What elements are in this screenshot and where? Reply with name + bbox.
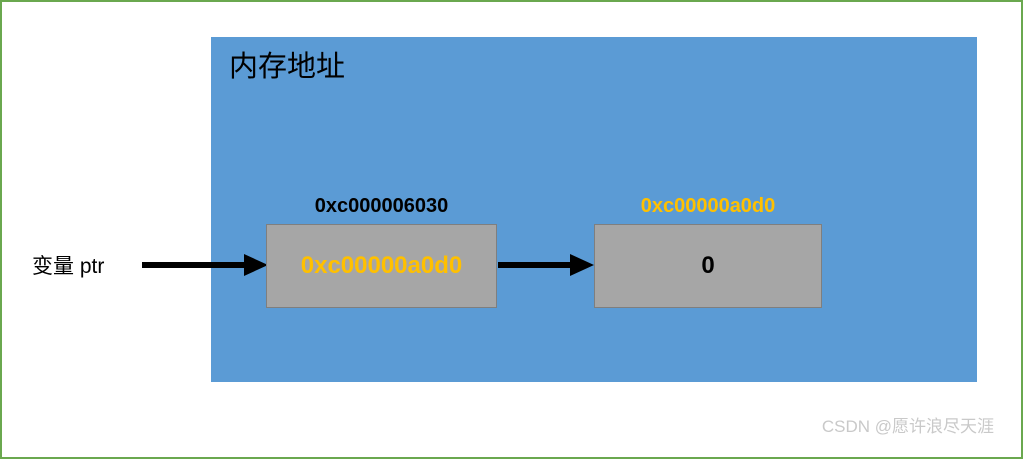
- arrow-pointer-cell-to-value-cell: [498, 254, 594, 276]
- value-cell-address-label: 0xc00000a0d0: [640, 195, 776, 217]
- variable-ptr-label: 变量 ptr: [32, 255, 105, 278]
- memory-address-panel: 内存地址: [211, 37, 977, 382]
- arrow-variable-to-pointer-cell: [142, 254, 268, 276]
- csdn-watermark: CSDN @愿许浪尽天涯: [821, 417, 994, 436]
- value-cell: 0: [594, 224, 822, 308]
- pointer-cell-address-label: 0xc000006030: [314, 195, 449, 217]
- memory-address-panel-title: 内存地址: [229, 51, 346, 83]
- pointer-cell: 0xc00000a0d0: [266, 224, 497, 308]
